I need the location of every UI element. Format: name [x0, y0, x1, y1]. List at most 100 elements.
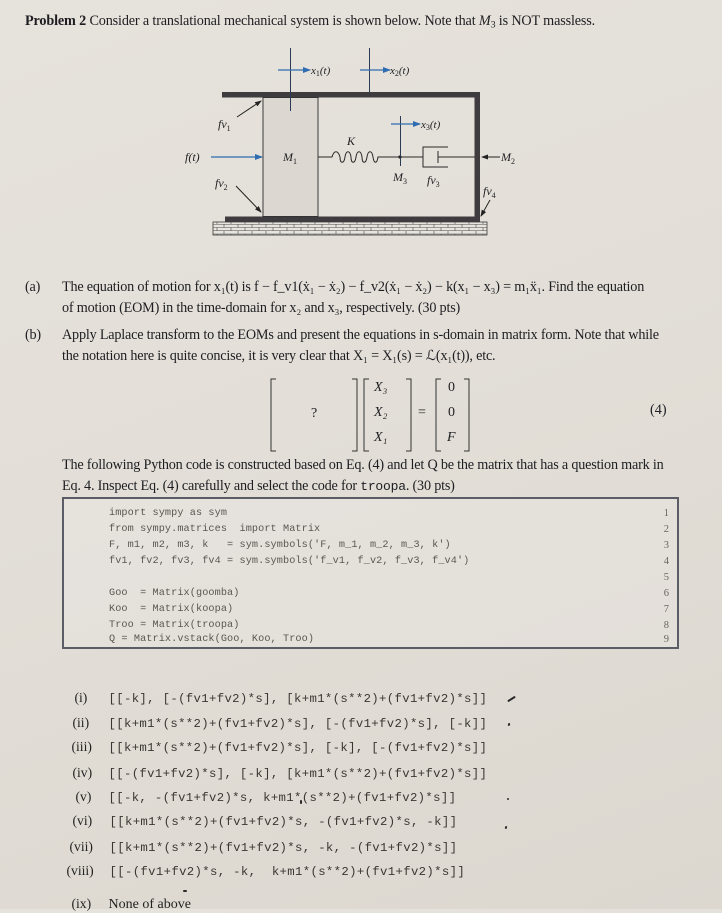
- pen-mark: [507, 722, 511, 727]
- part-b-line-1: Apply Laplace transform to the EOMs and …: [62, 327, 659, 343]
- option-iii[interactable]: (iii) [[k+m1*(s**2)+(fv1+fv2)*s], [-k], […: [65, 723, 487, 755]
- unknown-matrix-q: ?: [311, 406, 318, 421]
- option-label: (ii): [72, 715, 90, 730]
- part-b-label: (b): [25, 327, 41, 343]
- code-line: Goo = Matrix(goomba): [109, 588, 240, 599]
- part-b: (b) Apply Laplace transform to the EOMs …: [25, 325, 705, 369]
- x3-label: x3(t): [420, 119, 441, 132]
- problem-intro-suffix: is NOT massless.: [495, 13, 596, 29]
- line-number: 3: [663, 540, 669, 551]
- m2-label: M2: [500, 150, 515, 166]
- problem-number: Problem 2: [25, 13, 87, 29]
- option-code: [[-k], [-(fv1+fv2)*s], [k+m1*(s**2)+(fv1…: [108, 692, 488, 706]
- m1-label: M1: [282, 150, 297, 166]
- option-label: (ix): [71, 896, 92, 911]
- code-intro-suffix: . (30 pts): [405, 478, 455, 494]
- code-line: from sympy.matrices import Matrix: [109, 524, 321, 535]
- option-label: (iii): [71, 739, 92, 754]
- code-line: F, m1, m2, m3, k = sym.symbols('F, m_1, …: [109, 540, 451, 551]
- mechanical-system-diagram: x1(t) x2(t) x3(t) f(t) fv1 fv2 fv3 fv4 K…: [185, 48, 515, 236]
- option-code: [[k+m1*(s**2)+(fv1+fv2)*s, -k, -(fv1+fv2…: [109, 841, 458, 855]
- x1-marker: [278, 48, 311, 111]
- vector-x1: X₁: [374, 430, 388, 445]
- option-label: (vi): [72, 813, 93, 828]
- option-text: None of above: [108, 897, 191, 912]
- problem-title: Problem 2 Consider a translational mecha…: [25, 13, 595, 30]
- equals-sign: =: [418, 405, 426, 420]
- option-code: [[k+m1*(s**2)+(fv1+fv2)*s], [-k], [-(fv1…: [108, 741, 488, 755]
- code-intro-prefix: Eq. 4. Inspect Eq. (4) carefully and sel…: [62, 478, 361, 494]
- spring-label: K: [346, 134, 356, 148]
- part-b-line-2: the notation here is quite concise, it i…: [62, 348, 496, 364]
- fv4-label: fv4: [483, 184, 496, 200]
- problem-intro-prefix: Consider a translational mechanical syst…: [89, 13, 479, 29]
- force-label: f(t): [185, 150, 200, 164]
- vector-x2: X₂: [374, 405, 388, 420]
- option-code: [[-(fv1+fv2)*s], [-k], [k+m1*(s**2)+(fv1…: [108, 767, 488, 781]
- troopa-code-ref: troopa: [360, 479, 406, 494]
- option-code: [[k+m1*(s**2)+(fv1+fv2)*s], [-(fv1+fv2)*…: [108, 717, 488, 731]
- rhs-0-top: 0: [448, 380, 455, 395]
- code-line: import sympy as sym: [109, 508, 228, 519]
- code-line: Troo = Matrix(troopa): [109, 620, 240, 631]
- option-label: (viii): [66, 863, 94, 878]
- option-label: (i): [74, 690, 88, 705]
- code-line: Koo = Matrix(koopa): [109, 604, 234, 615]
- pen-mark: [183, 890, 187, 892]
- fv1-pointer: [236, 100, 262, 118]
- mass-subscript: 3: [490, 19, 496, 31]
- fv2-label: fv2: [215, 176, 228, 192]
- part-a-line-2: of motion (EOM) in the time-domain for x…: [62, 300, 461, 316]
- code-line: fv1, fv2, fv3, fv4 = sym.symbols('f_v1, …: [109, 556, 470, 567]
- line-number: 5: [663, 572, 669, 583]
- damper-fv3: [400, 146, 475, 168]
- code-intro-line-1: The following Python code is constructed…: [62, 457, 664, 473]
- code-line: Q = Matrix.vstack(Goo, Koo, Troo): [109, 634, 315, 645]
- matrix-brackets: [270, 378, 470, 452]
- ground: [212, 221, 488, 236]
- fv1-label: fv1: [218, 117, 231, 133]
- vector-x3: X₃: [374, 380, 388, 395]
- line-number: 6: [663, 588, 669, 599]
- m3-node: [391, 116, 421, 166]
- option-code: [[-(fv1+fv2)*s, -k, k+m1*(s**2)+(fv1+fv2…: [109, 865, 466, 879]
- line-number: 4: [663, 556, 669, 567]
- part-a: (a) The equation of motion for x₁(t) is …: [25, 277, 705, 321]
- pen-mark: [507, 798, 509, 800]
- option-vii[interactable]: (vii) [[k+m1*(s**2)+(fv1+fv2)*s, -k, -(fv…: [63, 823, 457, 855]
- code-intro: The following Python code is constructed…: [62, 455, 702, 499]
- code-listing: import sympy as sym 1 from sympy.matrice…: [62, 497, 679, 649]
- fv3-label: fv3: [427, 173, 440, 189]
- matrix-equation: ? X₃ X₂ X₁ = 0 0 F: [258, 376, 488, 454]
- code-intro-line-2: Eq. 4. Inspect Eq. (4) carefully and sel…: [62, 476, 455, 497]
- pen-mark: [300, 800, 302, 804]
- line-number: 7: [663, 604, 669, 615]
- x1-label: x1(t): [310, 65, 331, 78]
- part-a-label: (a): [25, 279, 41, 295]
- fv2-pointer: [235, 185, 262, 213]
- option-code: [[-k, -(fv1+fv2)*s, k+m1*(s**2)+(fv1+fv2…: [108, 791, 457, 805]
- option-label: (vii): [69, 839, 93, 854]
- option-i[interactable]: (i) [[-k], [-(fv1+fv2)*s], [k+m1*(s**2)+(…: [68, 674, 487, 706]
- line-number: 2: [663, 524, 669, 535]
- option-label: (v): [75, 789, 92, 804]
- fv4-pointer: [480, 199, 491, 217]
- rhs-f: F: [447, 430, 456, 445]
- option-viii[interactable]: (viii) [[-(fv1+fv2)*s, -k, k+m1*(s**2)+(f…: [60, 847, 465, 879]
- equation-number: (4): [650, 402, 667, 418]
- option-ii[interactable]: (ii) [[k+m1*(s**2)+(fv1+fv2)*s], [-(fv1+f…: [66, 699, 487, 731]
- option-iv[interactable]: (iv)[[-(fv1+fv2)*s], [-k], [k+m1*(s**2)+…: [66, 749, 487, 781]
- m3-label: M3: [392, 170, 407, 186]
- m2-frame: [222, 92, 480, 222]
- option-ix[interactable]: (ix) None of above: [65, 880, 191, 913]
- option-code: [[k+m1*(s**2)+(fv1+fv2)*s, -(fv1+fv2)*s,…: [109, 815, 458, 829]
- option-vi[interactable]: (vi) [[k+m1*(s**2)+(fv1+fv2)*s, -(fv1+fv2…: [66, 797, 457, 829]
- pen-mark: [504, 825, 508, 830]
- pen-mark: [507, 695, 516, 703]
- option-v[interactable]: (v) [[-k, -(fv1+fv2)*s, k+m1*(s**2)+(fv1+…: [69, 773, 456, 805]
- line-number: 9: [663, 634, 669, 645]
- rhs-0-mid: 0: [448, 405, 455, 420]
- line-number: 8: [663, 620, 669, 631]
- line-number: 1: [663, 508, 669, 519]
- x2-label: x2(t): [389, 65, 410, 78]
